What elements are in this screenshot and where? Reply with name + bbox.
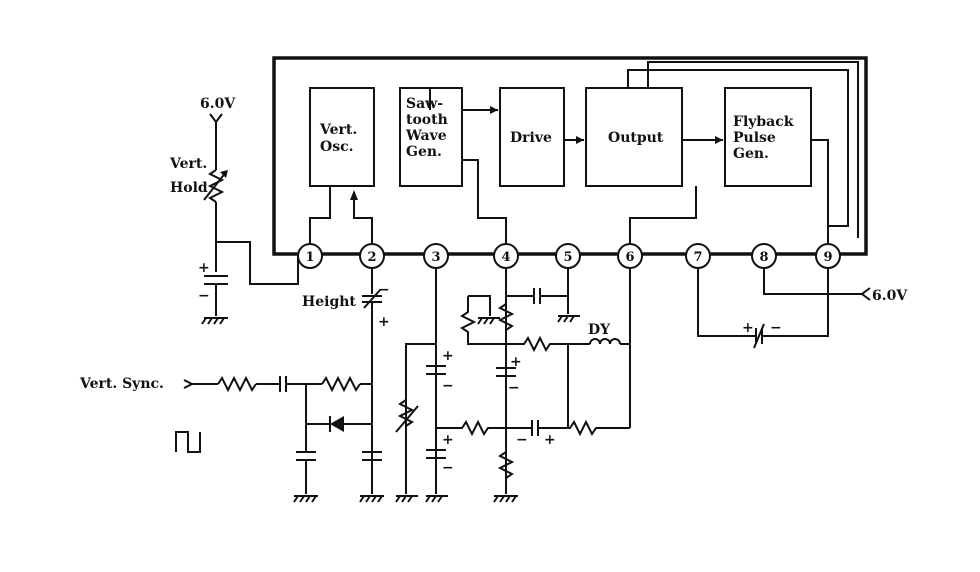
- block-flyback-pulse-gen: Flyback Pulse Gen.: [724, 87, 812, 187]
- ground-icon: [395, 495, 418, 503]
- svg-text:Gen.: Gen.: [733, 146, 769, 162]
- svg-text:+: +: [510, 354, 522, 370]
- pump-up-network: + − 6.0V: [697, 268, 908, 349]
- svg-text:Vert.: Vert.: [319, 122, 357, 138]
- svg-text:−: −: [198, 288, 210, 304]
- ic-pins: 1 2 3 4 5 6 7 8 9: [297, 243, 841, 269]
- pin-8: 8: [751, 243, 777, 269]
- svg-text:Output: Output: [608, 130, 664, 146]
- ground-icon: [557, 315, 580, 323]
- svg-text:Hold: Hold: [170, 180, 208, 196]
- svg-text:Pulse: Pulse: [733, 130, 776, 146]
- ground-icon: [493, 495, 518, 503]
- svg-text:Vert. Sync.: Vert. Sync.: [79, 376, 164, 392]
- svg-text:Flyback: Flyback: [733, 114, 794, 130]
- svg-text:−: −: [508, 380, 520, 396]
- pin-4: 4: [493, 243, 519, 269]
- ground-icon: [477, 317, 500, 325]
- svg-text:8: 8: [759, 250, 768, 265]
- deflection-yoke: DY: [588, 268, 631, 428]
- svg-text:+: +: [378, 314, 390, 330]
- pin-9: 9: [815, 243, 841, 269]
- pin-7: 7: [685, 243, 711, 269]
- block-drive: Drive: [499, 87, 565, 187]
- ground-icon: [201, 317, 228, 325]
- svg-text:DY: DY: [588, 322, 611, 338]
- svg-text:−: −: [770, 320, 782, 336]
- svg-text:tooth: tooth: [406, 112, 448, 128]
- svg-text:−: −: [442, 378, 454, 394]
- svg-text:Height: Height: [302, 294, 356, 310]
- svg-text:6.0V: 6.0V: [200, 96, 236, 112]
- svg-text:7: 7: [693, 250, 702, 265]
- svg-text:9: 9: [823, 250, 832, 265]
- svg-text:Saw-: Saw-: [406, 96, 443, 112]
- svg-text:Gen.: Gen.: [406, 144, 442, 160]
- ground-icon: [293, 495, 318, 503]
- pin3-network: + − + −: [395, 268, 506, 503]
- svg-text:Vert.: Vert.: [169, 156, 207, 172]
- svg-text:6.0V: 6.0V: [872, 288, 908, 304]
- svg-text:3: 3: [431, 250, 440, 265]
- svg-text:Osc.: Osc.: [320, 139, 353, 155]
- block-vert-osc: Vert. Osc.: [309, 87, 375, 187]
- svg-text:+: +: [198, 260, 210, 276]
- ground-icon: [359, 495, 384, 503]
- vert-hold-network: 6.0V Vert. Hold + −: [169, 96, 299, 325]
- svg-text:+: +: [544, 432, 556, 448]
- pin-6: 6: [617, 243, 643, 269]
- svg-text:−: −: [442, 460, 454, 476]
- svg-text:+: +: [442, 432, 454, 448]
- svg-text:+: +: [742, 320, 754, 336]
- svg-text:6: 6: [625, 250, 634, 265]
- svg-text:−: −: [516, 432, 528, 448]
- block-sawtooth-wave-gen: Saw- tooth Wave Gen.: [399, 87, 463, 187]
- svg-text:+: +: [442, 348, 454, 364]
- svg-text:5: 5: [563, 250, 572, 265]
- pin-1: 1: [297, 243, 323, 269]
- svg-text:1: 1: [305, 250, 314, 265]
- svg-text:−: −: [378, 282, 390, 298]
- height-and-sync-network: Height − + Vert. Sync.: [79, 268, 390, 503]
- pin4-network: + − − +: [460, 268, 630, 503]
- svg-text:2: 2: [367, 250, 376, 265]
- ground-icon: [425, 495, 448, 503]
- svg-text:4: 4: [501, 250, 510, 265]
- svg-text:Drive: Drive: [510, 130, 552, 146]
- pin-3: 3: [423, 243, 449, 269]
- block-output: Output: [585, 87, 683, 187]
- pin-2: 2: [359, 243, 385, 269]
- internal-signal-paths: [309, 61, 859, 256]
- svg-text:Wave: Wave: [405, 128, 447, 144]
- pin-5: 5: [555, 243, 581, 269]
